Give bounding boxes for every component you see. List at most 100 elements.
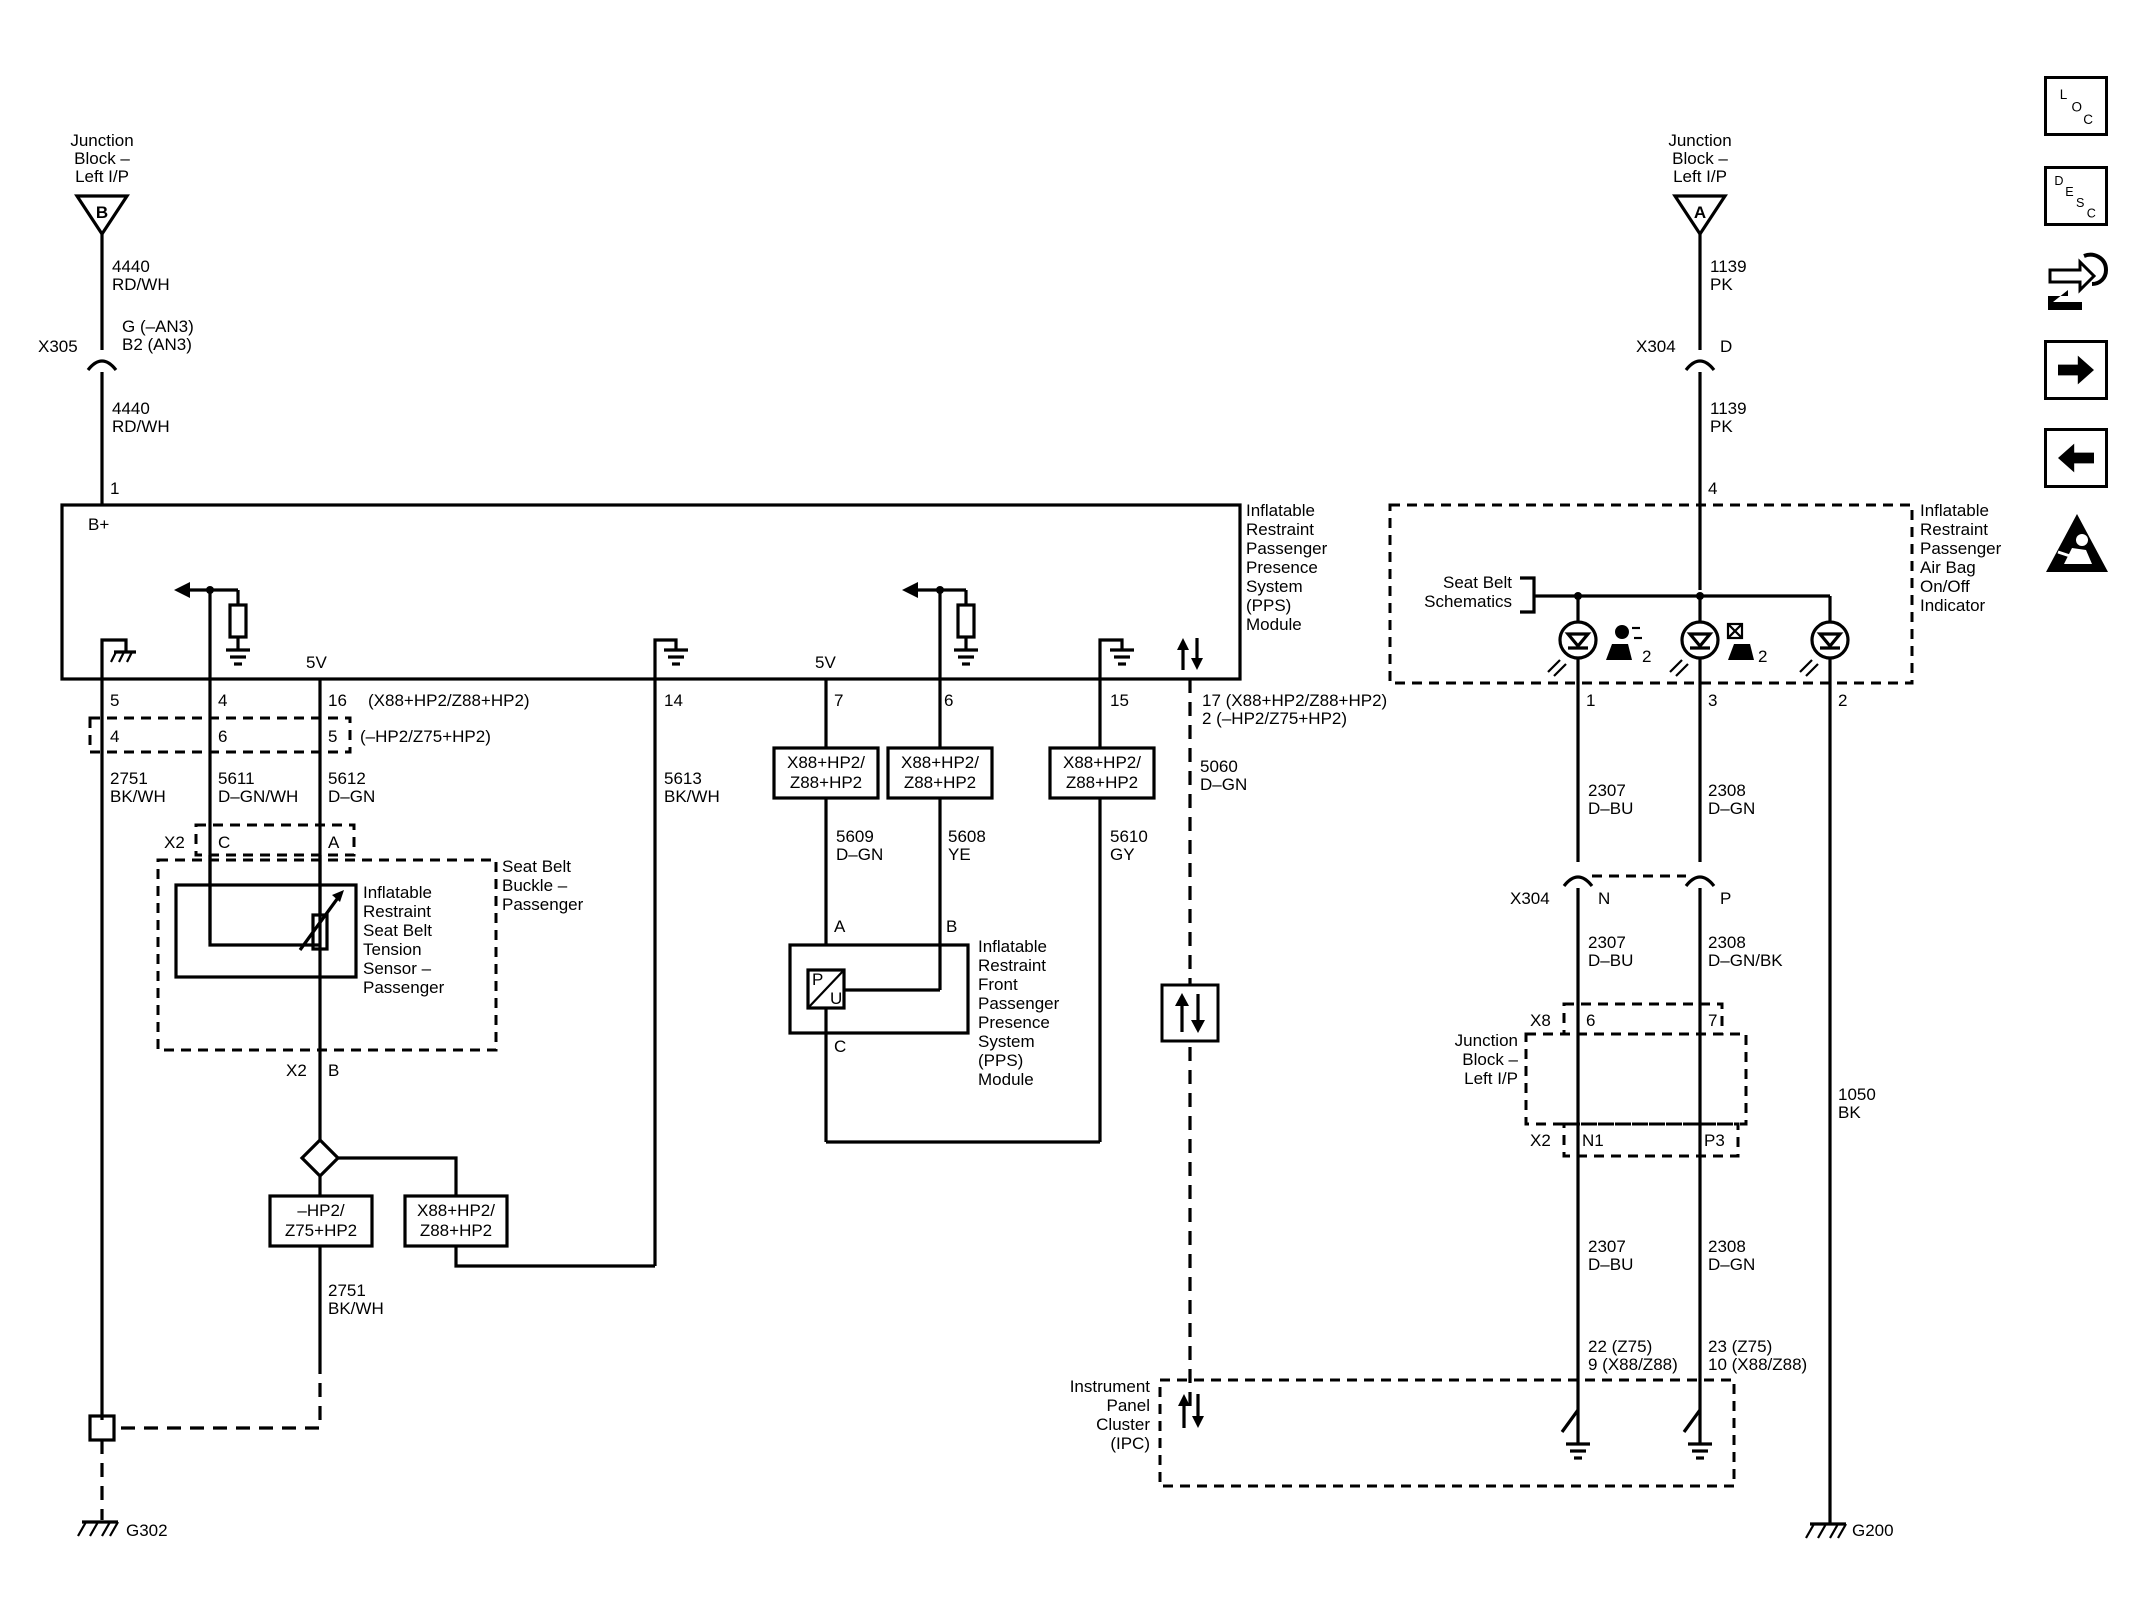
esd-warning-button[interactable] bbox=[2042, 510, 2112, 576]
wire-2308c-num: 2308 bbox=[1708, 1237, 1746, 1256]
pin-6-alt: 6 bbox=[218, 727, 227, 746]
junction-block-left-b: Junction Block – Left I/P B bbox=[70, 131, 134, 237]
svg-text:(PPS): (PPS) bbox=[1246, 596, 1291, 615]
pin-5-alt: 5 bbox=[328, 727, 337, 746]
ipc-box bbox=[1158, 1378, 1736, 1488]
x304b-label: X304 bbox=[1510, 889, 1550, 908]
x8-label: X8 bbox=[1530, 1011, 1551, 1030]
airbag-on-icon: 2 bbox=[1606, 625, 1651, 666]
desc-icon: D E S C bbox=[2054, 174, 2096, 220]
svg-text:Front: Front bbox=[978, 975, 1018, 994]
svg-text:Tension: Tension bbox=[363, 940, 422, 959]
x304b-connector-n bbox=[1562, 875, 1594, 888]
svg-text:Presence: Presence bbox=[1246, 558, 1318, 577]
wire-2307c-num: 2307 bbox=[1588, 1237, 1626, 1256]
wire-5612-num: 5612 bbox=[328, 769, 366, 788]
wire-1139-num: 1139 bbox=[1710, 257, 1747, 276]
location-button[interactable]: L O C bbox=[2044, 76, 2108, 136]
pin-16: 16 bbox=[328, 691, 347, 710]
svg-text:X88+HP2/: X88+HP2/ bbox=[1063, 753, 1141, 772]
pin-17: 17 (X88+HP2/Z88+HP2) bbox=[1202, 691, 1387, 710]
wire-2308c-color: D–GN bbox=[1708, 1255, 1755, 1274]
svg-text:Inflatable: Inflatable bbox=[1246, 501, 1315, 520]
previous-page-button[interactable] bbox=[2044, 428, 2108, 488]
front-pps-module-box bbox=[788, 943, 970, 1035]
option-box-6: X88+HP2/ Z88+HP2 bbox=[886, 746, 994, 800]
bplus-label: B+ bbox=[88, 515, 109, 534]
airbag-off-icon: 2 bbox=[1726, 622, 1767, 666]
tension-sensor-box bbox=[174, 883, 358, 979]
svg-text:System: System bbox=[978, 1032, 1035, 1051]
front-pps-pin-a: A bbox=[834, 917, 846, 936]
seatbelt-schematics-ref[interactable]: Seat Belt Schematics bbox=[1424, 573, 1550, 614]
wire-4440b-color: RD/WH bbox=[112, 417, 170, 436]
x305-pin-g: G (–AN3) bbox=[122, 317, 194, 336]
x8-pin-7: 7 bbox=[1708, 1011, 1717, 1030]
svg-text:Junction: Junction bbox=[1668, 131, 1731, 150]
pin-option-2: (–HP2/Z75+HP2) bbox=[360, 727, 491, 746]
option-box-7: X88+HP2/ Z88+HP2 bbox=[772, 746, 880, 800]
svg-text:Inflatable: Inflatable bbox=[978, 937, 1047, 956]
wire-5060-color: D–GN bbox=[1200, 775, 1247, 794]
pin-option-1: (X88+HP2/Z88+HP2) bbox=[368, 691, 530, 710]
junction-block-left-a: Junction Block – Left I/P A bbox=[1668, 131, 1732, 237]
ipc-switch-2-icon bbox=[1682, 1409, 1712, 1460]
ipc-pin-9: 9 (X88/Z88) bbox=[1588, 1355, 1678, 1374]
svg-text:X88+HP2/: X88+HP2/ bbox=[417, 1201, 495, 1220]
arrow-right-icon bbox=[2058, 355, 2094, 385]
wire-5608-num: 5608 bbox=[948, 827, 986, 846]
repair-info-button[interactable] bbox=[2042, 248, 2112, 320]
serial-data-icon bbox=[1177, 638, 1203, 670]
sensor-label: Inflatable Restraint Seat Belt Tension S… bbox=[363, 883, 445, 997]
option-box-x88: X88+HP2/ Z88+HP2 bbox=[403, 1194, 509, 1248]
svg-text:X88+HP2/: X88+HP2/ bbox=[901, 753, 979, 772]
wire-5610-num: 5610 bbox=[1110, 827, 1148, 846]
x2-connector-top bbox=[194, 823, 356, 857]
svg-text:S: S bbox=[2076, 196, 2084, 210]
fivev-label-2: 5V bbox=[815, 653, 836, 672]
wire-5613-color: BK/WH bbox=[664, 787, 720, 806]
led-2-icon bbox=[1799, 620, 1850, 677]
svg-text:Passenger: Passenger bbox=[1920, 539, 2002, 558]
junction-b-label-2: Block – bbox=[74, 149, 130, 168]
x304b-pin-p: P bbox=[1720, 889, 1731, 908]
pin-4-right: 4 bbox=[1708, 479, 1717, 498]
svg-text:Sensor –: Sensor – bbox=[363, 959, 432, 978]
wire-2751-color: BK/WH bbox=[110, 787, 166, 806]
svg-text:Passenger: Passenger bbox=[978, 994, 1060, 1013]
wire-4440-num: 4440 bbox=[112, 257, 150, 276]
svg-text:E: E bbox=[2065, 185, 2073, 199]
option-box-15: X88+HP2/ Z88+HP2 bbox=[1048, 746, 1156, 800]
wire-2308b-num: 2308 bbox=[1708, 933, 1746, 952]
description-button[interactable]: D E S C bbox=[2044, 166, 2108, 226]
svg-text:X88+HP2/: X88+HP2/ bbox=[787, 753, 865, 772]
wire-2308-num: 2308 bbox=[1708, 781, 1746, 800]
svg-text:Z75+HP2: Z75+HP2 bbox=[285, 1221, 357, 1240]
svg-text:A: A bbox=[1694, 203, 1706, 222]
front-pps-label: Inflatable Restraint Front Passenger Pre… bbox=[978, 937, 1060, 1089]
x2-pin-a: A bbox=[328, 833, 340, 852]
svg-text:Module: Module bbox=[978, 1070, 1034, 1089]
front-pps-pin-b: B bbox=[946, 917, 957, 936]
splice-diamond bbox=[299, 1137, 341, 1179]
next-page-button[interactable] bbox=[2044, 340, 2108, 400]
wire-1139b-color: PK bbox=[1710, 417, 1733, 436]
x8-connector bbox=[1562, 1002, 1724, 1036]
svg-text:(PPS): (PPS) bbox=[978, 1051, 1023, 1070]
pin-15: 15 bbox=[1110, 691, 1129, 710]
x2b-label: X2 bbox=[286, 1061, 307, 1080]
wire-5609-color: D–GN bbox=[836, 845, 883, 864]
svg-text:Z88+HP2: Z88+HP2 bbox=[420, 1221, 492, 1240]
wire-1139-color: PK bbox=[1710, 275, 1733, 294]
svg-text:Inflatable: Inflatable bbox=[1920, 501, 1989, 520]
wire-5611-num: 5611 bbox=[218, 769, 255, 788]
wire-x88-to-14 bbox=[454, 1246, 655, 1268]
svg-text:Z88+HP2: Z88+HP2 bbox=[1066, 773, 1138, 792]
arrow-left-icon bbox=[2058, 443, 2094, 473]
svg-text:2: 2 bbox=[1758, 647, 1767, 666]
pin-4: 4 bbox=[218, 691, 227, 710]
indicator-pin-3: 3 bbox=[1708, 691, 1717, 710]
pin-4-alt: 4 bbox=[110, 727, 119, 746]
svg-text:Cluster: Cluster bbox=[1096, 1415, 1150, 1434]
wire-5611-color: D–GN/WH bbox=[218, 787, 298, 806]
